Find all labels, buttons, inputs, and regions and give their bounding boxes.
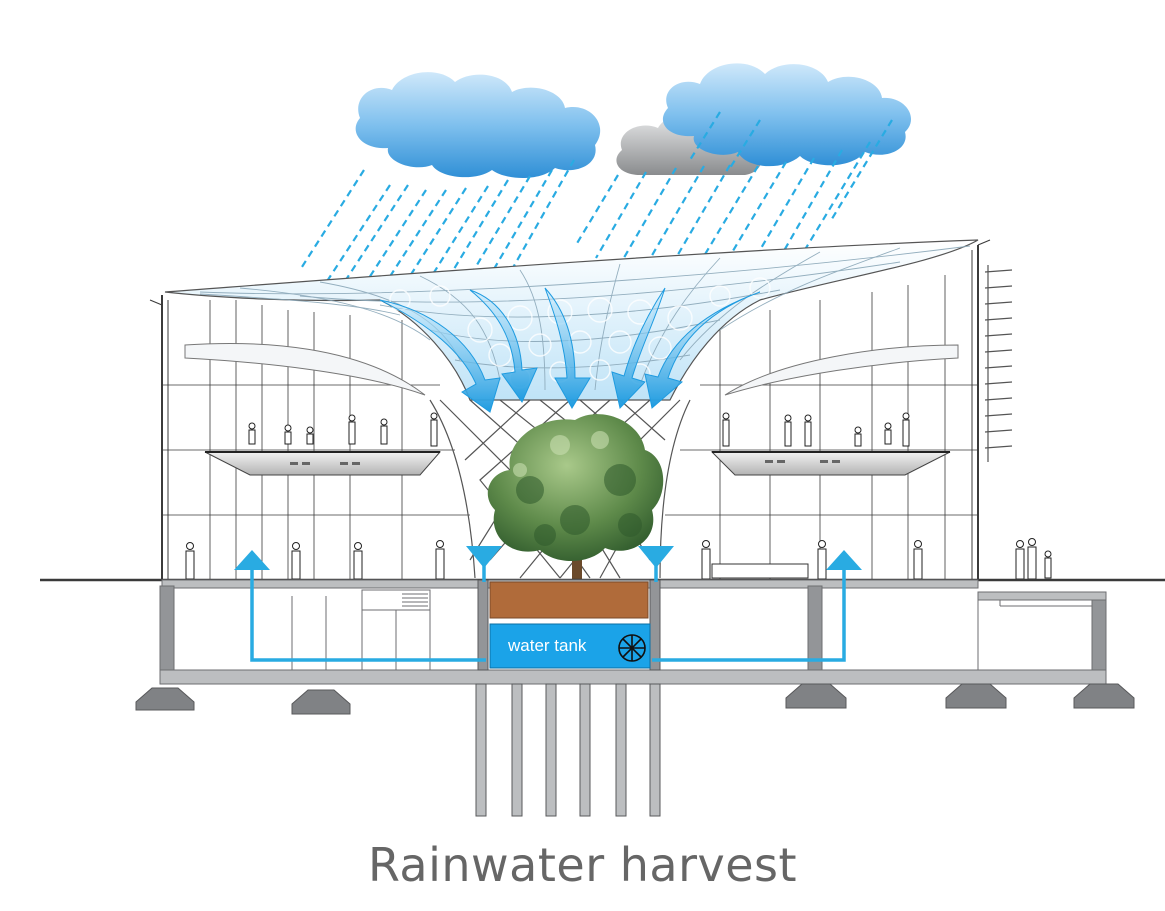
blue-cloud-left xyxy=(355,72,601,178)
pump-wheel-icon xyxy=(618,634,646,662)
water-up-arrows xyxy=(234,550,862,570)
water-flow-arrows-roof xyxy=(379,287,761,413)
sun-shade-louvers xyxy=(984,265,1013,462)
water-tank: water tank xyxy=(489,623,651,669)
blue-cloud-right xyxy=(662,63,912,167)
interior-canopies xyxy=(184,342,959,396)
water-tank-label: water tank xyxy=(507,636,587,655)
mezzanine-balconies xyxy=(204,451,951,476)
planter-soil xyxy=(489,581,649,619)
people-mezzanine-left xyxy=(248,412,438,447)
water-down-arrows xyxy=(466,546,674,568)
basement-right-extension xyxy=(977,600,1092,670)
reception-counter xyxy=(711,563,809,579)
people-mezzanine-right xyxy=(722,412,910,447)
diagram-caption: Rainwater harvest xyxy=(367,838,798,892)
roof-canopy xyxy=(164,239,979,401)
tree xyxy=(487,414,664,585)
